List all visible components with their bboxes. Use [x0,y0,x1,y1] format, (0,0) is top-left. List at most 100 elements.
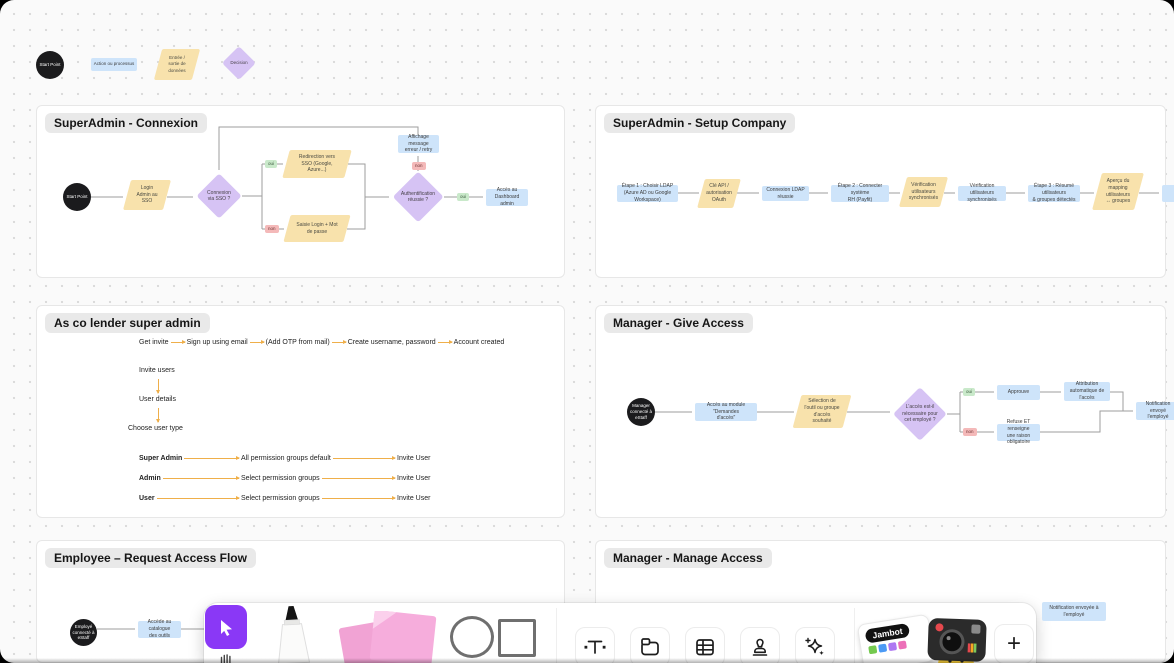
node-label: Approuve [1007,389,1030,396]
request-access-catalogue-node[interactable]: Accède au catalogue des outils [138,619,181,639]
give-access-approve-node[interactable]: Approuve [997,385,1040,400]
legend-decision-label: Decision [230,60,248,66]
legend-start-point[interactable]: Start Point [36,51,64,79]
action-label: Invite User [397,455,431,462]
action-label: Invite User [397,475,431,482]
colender-role-row[interactable]: Super Admin All permission groups defaul… [139,455,455,462]
frame-title-request-access[interactable]: Employee – Request Access Flow [45,548,256,568]
give-access-decision-node[interactable]: L'accès est-il nécessaire pour cet emplo… [893,387,947,441]
give-access-auto-grant-node[interactable]: Attribution automatique de l'accès [1064,381,1110,401]
table-icon [696,639,714,656]
hand-tool-button[interactable] [219,652,233,663]
colender-choose-user-type[interactable]: Choose user type [128,425,183,432]
frame-title-connexion[interactable]: SuperAdmin - Connexion [45,113,207,133]
connexion-no-badge[interactable]: non [265,225,279,233]
give-access-selection-node[interactable]: Sélection de l'outil ou groupe d'accès s… [792,395,852,428]
node-label: Connexion LDAP réussie [766,186,805,200]
connexion-sso-decision[interactable]: Connexion via SSO ? [196,173,242,219]
give-access-yes-badge[interactable]: oui [963,388,976,396]
more-tools-button[interactable]: + [994,624,1034,663]
request-access-start-node[interactable]: Employé connecté à eStaff [70,619,97,646]
connexion-start-node[interactable]: Start Point [63,183,91,211]
node-label: Attribution automatique de l'accès [1069,381,1105,401]
give-access-start-node[interactable]: Manager connecté à eStaff [627,398,655,426]
node-label: Notification envoyé l'employé [1145,400,1171,421]
setup-mapping-node[interactable]: Aperçu du mapping utilisateurs ↔ groupes [1092,173,1144,210]
text-tool-button[interactable] [575,627,615,663]
connexion-error-node[interactable]: Affichage message erreur / retry [398,133,439,154]
node-label: Accède au catalogue des outils [147,619,172,639]
frame-title-give-access[interactable]: Manager - Give Access [604,313,753,333]
setup-step2-node[interactable]: Étape 2 : Connecter système RH (Payfit) [831,183,889,203]
colender-invite-users[interactable]: Invite users [139,367,175,374]
setup-apikey-node[interactable]: Clé API / autorisation OAuth [697,179,741,208]
table-tool-button[interactable] [685,627,725,663]
give-access-notify-node[interactable]: Notification envoyé l'employé [1136,400,1174,421]
node-label: Vérification utilisateurs synchronisés [967,183,997,203]
manage-access-notify-node[interactable]: Notification envoyée à l'employé [1042,602,1106,621]
give-access-no-badge[interactable]: non [963,428,977,436]
legend-data-io[interactable]: Entrée / sortie de données [153,49,201,80]
arrow-down-icon [156,408,160,423]
colender-role-row[interactable]: Admin Select permission groups Invite Us… [139,475,455,482]
permission-label: Select permission groups [241,495,320,502]
stamp-tool-button[interactable] [740,627,780,663]
setup-step3-node[interactable]: Étape 3 : Résumé utilisateurs & groupes … [1028,183,1080,203]
role-label: Admin [139,475,161,482]
shape-circle-tool[interactable] [450,616,494,658]
legend-start-label: Start Point [39,62,61,68]
arrow-right-icon [321,476,397,480]
jambot-widget-button[interactable]: Jambot [856,613,936,663]
node-label: Manager connecté à eStaff [629,403,653,420]
node-label: Login Admin au SSO [136,184,158,205]
connexion-yes2-badge[interactable]: oui [457,193,470,201]
connexion-password-node[interactable]: Saisie Login + Mot de passe [283,215,351,242]
flow-step: (Add OTP from mail) [265,339,330,346]
legend-process[interactable]: Action ou processus [91,58,137,71]
node-label: Redirection vers SSO (Google, Azure...) [298,153,336,174]
node-label: L'accès est-il nécessaire pour cet emplo… [902,404,938,424]
connexion-no2-badge[interactable]: non [412,162,426,170]
frame-give-access[interactable] [595,305,1166,518]
arrow-right-icon [321,496,397,500]
role-label: User [139,495,155,502]
section-tool-button[interactable] [630,627,670,663]
bottom-edge-shade [0,658,1174,663]
setup-ldap-ok-node[interactable]: Connexion LDAP réussie [762,186,809,201]
setup-verify-data-node[interactable]: Vérification utilisateurs synchronisés [898,177,949,207]
colender-user-details[interactable]: User details [139,396,176,403]
frame-title-colender[interactable]: As co lender super admin [45,313,210,333]
frame-title-setup[interactable]: SuperAdmin - Setup Company [604,113,796,133]
frame-colender[interactable] [36,305,565,518]
shape-square-tool[interactable] [498,619,536,657]
arrow-right-icon [331,340,347,344]
select-tool-button[interactable] [205,605,247,649]
give-access-module-node[interactable]: Accès au module "Demandes d'accès" [695,402,757,421]
node-label: Affichage message erreur / retry [404,133,433,154]
connexion-redirect-node[interactable]: Redirection vers SSO (Google, Azure...) [282,150,352,178]
arrow-right-icon [184,456,240,460]
ai-sparkle-tool-button[interactable] [795,627,835,663]
connexion-yes-badge[interactable]: oui [265,160,278,168]
arrow-down-icon [156,379,160,394]
permission-label: Select permission groups [241,475,320,482]
role-label: Super Admin [139,455,183,462]
give-access-refuse-node[interactable]: Refuse ET renseigne une raison obligatoi… [997,419,1040,445]
connexion-login-node[interactable]: Login Admin au SSO [122,180,172,210]
connexion-dashboard-node[interactable]: Accès au Dashboard admin [486,187,528,207]
setup-step1-node[interactable]: Étape 1 : Choisir LDAP (Azure AD ou Goog… [617,183,678,203]
node-label: Accès au Dashboard admin [494,187,520,207]
sticky-note-tool-button[interactable] [334,611,439,663]
frame-title-manage-access[interactable]: Manager - Manage Access [604,548,772,568]
marker-tool-button[interactable] [268,605,320,663]
stickers-tool-button[interactable] [926,613,992,663]
setup-clipped-node[interactable]: Étape [1162,185,1174,202]
node-label: Refuse ET renseigne une raison obligatoi… [1006,419,1031,446]
legend-decision[interactable]: Decision [222,46,256,80]
colender-role-row[interactable]: User Select permission groups Invite Use… [139,495,455,502]
setup-verify-ok-node[interactable]: Vérification utilisateurs synchronisés [958,183,1006,203]
colender-signup-flow[interactable]: Get invite Sign up using email (Add OTP … [139,339,504,346]
connexion-auth-decision[interactable]: Authentification réussie ? [392,171,444,223]
node-label: Aperçu du mapping utilisateurs ↔ groupes [1105,178,1131,205]
